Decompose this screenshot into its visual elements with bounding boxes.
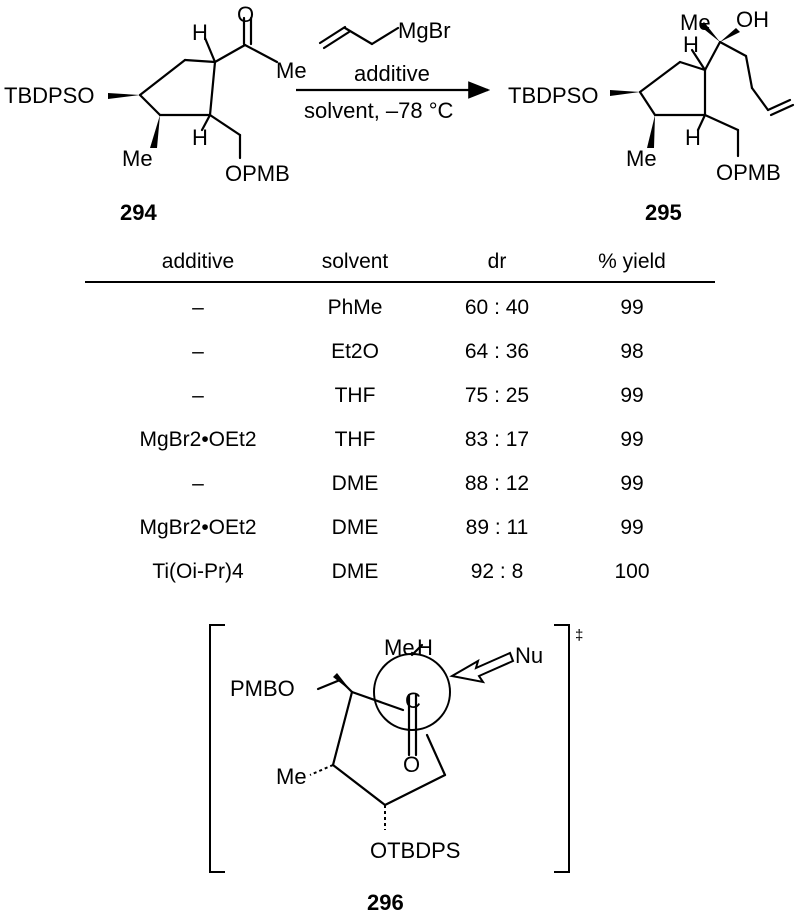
opmb-label-product: OPMB — [716, 160, 781, 185]
ketone-methyl-label: Me — [276, 58, 307, 83]
table-row: – DME 88 : 12 99 — [192, 472, 644, 495]
cell-additive: MgBr2•OEt2 — [139, 516, 256, 539]
cell-dr: 88 : 12 — [465, 472, 529, 495]
cell-additive: – — [192, 384, 204, 407]
hydrogen-label-ts: H — [417, 635, 433, 660]
header-dr: dr — [488, 250, 507, 273]
hydrogen-label-top-product: H — [683, 32, 699, 57]
hydrogen-label-top: H — [192, 20, 208, 45]
cell-yield: 99 — [620, 384, 643, 407]
condition-additive: additive — [354, 61, 430, 86]
methyl-left-label: Me — [276, 764, 307, 789]
hydrogen-label-bottom: H — [192, 125, 208, 150]
cell-dr: 75 : 25 — [465, 384, 529, 407]
table-row: – THF 75 : 25 99 — [192, 384, 644, 407]
cell-solvent: DME — [332, 516, 379, 539]
reagent-label: MgBr — [398, 18, 451, 43]
cell-yield: 99 — [620, 428, 643, 451]
cell-dr: 64 : 36 — [465, 340, 529, 363]
bracket-right — [554, 624, 570, 873]
carbonyl-oxygen-label: O — [403, 752, 420, 777]
allyl-icon — [318, 25, 400, 50]
methyl-top-label-ts: Me — [384, 635, 415, 660]
cell-solvent: Et2O — [331, 340, 379, 363]
ketone-oxygen-label: O — [237, 2, 254, 27]
table-row: MgBr2•OEt2 THF 83 : 17 99 — [139, 428, 643, 451]
pmbo-label: PMBO — [230, 676, 295, 701]
cell-dr: 83 : 17 — [465, 428, 529, 451]
dagger-symbol: ‡ — [575, 627, 583, 644]
cell-dr: 92 : 8 — [471, 560, 524, 583]
transition-state-296: ‡ PMBO Me Me — [209, 624, 583, 915]
cell-solvent: DME — [332, 472, 379, 495]
cell-additive: – — [192, 340, 204, 363]
condition-solvent: solvent, –78 °C — [304, 98, 454, 123]
opmb-label: OPMB — [225, 161, 290, 186]
compound-294-structure: TBDPSO Me O Me H H OPMB 294 — [4, 2, 307, 225]
cell-additive: Ti(Oi-Pr)4 — [152, 560, 244, 583]
tbdpso-label-product: TBDPSO — [508, 83, 598, 108]
compound-number-296: 296 — [367, 890, 404, 915]
methyl-top-label: Me — [680, 10, 711, 35]
reaction-arrow: MgBr additive solvent, –78 °C — [296, 18, 491, 123]
cell-yield: 99 — [620, 296, 643, 319]
table-row: Ti(Oi-Pr)4 DME 92 : 8 100 — [152, 560, 649, 583]
compound-295-structure: TBDPSO Me Me OH H H OPMB 295 — [508, 7, 795, 225]
cell-yield: 98 — [620, 340, 643, 363]
hydroxyl-label: OH — [736, 7, 769, 32]
table-row: – Et2O 64 : 36 98 — [192, 340, 644, 363]
cell-yield: 100 — [614, 560, 649, 583]
cell-dr: 60 : 40 — [465, 296, 529, 319]
compound-number-294: 294 — [120, 200, 157, 225]
cell-additive: MgBr2•OEt2 — [139, 428, 256, 451]
cell-solvent: THF — [335, 428, 376, 451]
conditions-table: additive solvent dr % yield – PhMe 60 : … — [85, 250, 715, 583]
bracket-left — [209, 624, 225, 873]
header-solvent: solvent — [322, 250, 389, 273]
table-row: MgBr2•OEt2 DME 89 : 11 99 — [139, 516, 643, 539]
cell-additive: – — [192, 296, 204, 319]
cell-solvent: PhMe — [328, 296, 383, 319]
methyl-label-product: Me — [626, 146, 657, 171]
cell-dr: 89 : 11 — [466, 516, 529, 539]
cell-solvent: THF — [335, 384, 376, 407]
cell-additive: – — [192, 472, 204, 495]
otbdps-label: OTBDPS — [370, 838, 460, 863]
carbon-label: C — [405, 688, 421, 713]
compound-number-295: 295 — [645, 200, 682, 225]
cell-solvent: DME — [332, 560, 379, 583]
carbonyl-circle — [373, 653, 451, 731]
table-row: – PhMe 60 : 40 99 — [192, 296, 644, 319]
cell-yield: 99 — [620, 516, 643, 539]
methyl-label: Me — [122, 146, 153, 171]
header-additive: additive — [162, 250, 234, 273]
cell-yield: 99 — [620, 472, 643, 495]
tbdpso-label: TBDPSO — [4, 83, 94, 108]
header-yield: % yield — [598, 250, 666, 273]
hydrogen-label-bottom-product: H — [685, 125, 701, 150]
nucleophile-label: Nu — [515, 643, 543, 668]
nucleophile-arrow-icon — [449, 651, 515, 684]
